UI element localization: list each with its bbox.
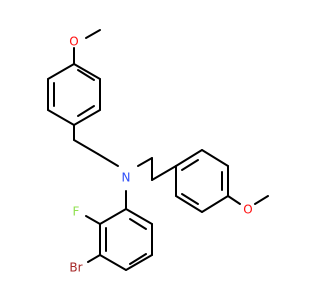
bond-upper-ring-double-2 xyxy=(77,105,95,117)
bond-lower-ring-4 xyxy=(125,254,153,271)
bond-right-ring-double-1 xyxy=(181,159,199,171)
bond-right-ring-double-3 xyxy=(181,193,199,205)
bond-right-benzyl-1 xyxy=(137,157,153,167)
fluorine-label: F xyxy=(73,205,80,219)
bond-lower-ring-1 xyxy=(99,208,127,225)
bond-lower-ring-6 xyxy=(125,208,153,225)
bond-lower-ring-double-3 xyxy=(129,218,147,230)
oxygen-top-label: O xyxy=(69,35,78,49)
bond-upper-benzyl-3 xyxy=(97,153,119,167)
atom-label-layer: O N F Br O xyxy=(69,35,252,275)
bond-upper-ring-4 xyxy=(47,109,75,126)
bond-right-ring-2 xyxy=(201,149,229,167)
bond-upper-ring-double-1 xyxy=(77,69,95,81)
molecule-canvas: O N F Br O xyxy=(47,29,269,275)
bond-upper-ring-1 xyxy=(73,63,101,80)
bond-right-ring-4 xyxy=(201,195,229,213)
bond-lower-ring-bromine xyxy=(87,254,101,263)
nitrogen-label: N xyxy=(122,171,131,185)
bond-right-ring-1 xyxy=(175,149,203,167)
bond-layer xyxy=(47,29,269,271)
bond-right-ring-oxygen xyxy=(227,195,241,205)
bond-lower-ring-double-2 xyxy=(129,253,147,265)
bond-right-benzyl-3 xyxy=(151,165,177,181)
molecule-structure-diagram: O N F Br O xyxy=(47,29,269,275)
bond-upper-benzyl-2 xyxy=(73,139,99,155)
oxygen-right-label: O xyxy=(243,203,252,217)
bond-methyl-top xyxy=(85,29,101,39)
bond-right-oxygen-methyl xyxy=(254,195,269,205)
bromine-label: Br xyxy=(69,261,82,275)
bond-lower-ring-3 xyxy=(99,254,127,271)
bond-upper-ring-3 xyxy=(73,109,101,126)
bond-lower-ring-fluorine xyxy=(85,215,101,225)
bond-upper-ring-6 xyxy=(47,63,75,80)
bond-right-ring-5 xyxy=(175,195,203,213)
